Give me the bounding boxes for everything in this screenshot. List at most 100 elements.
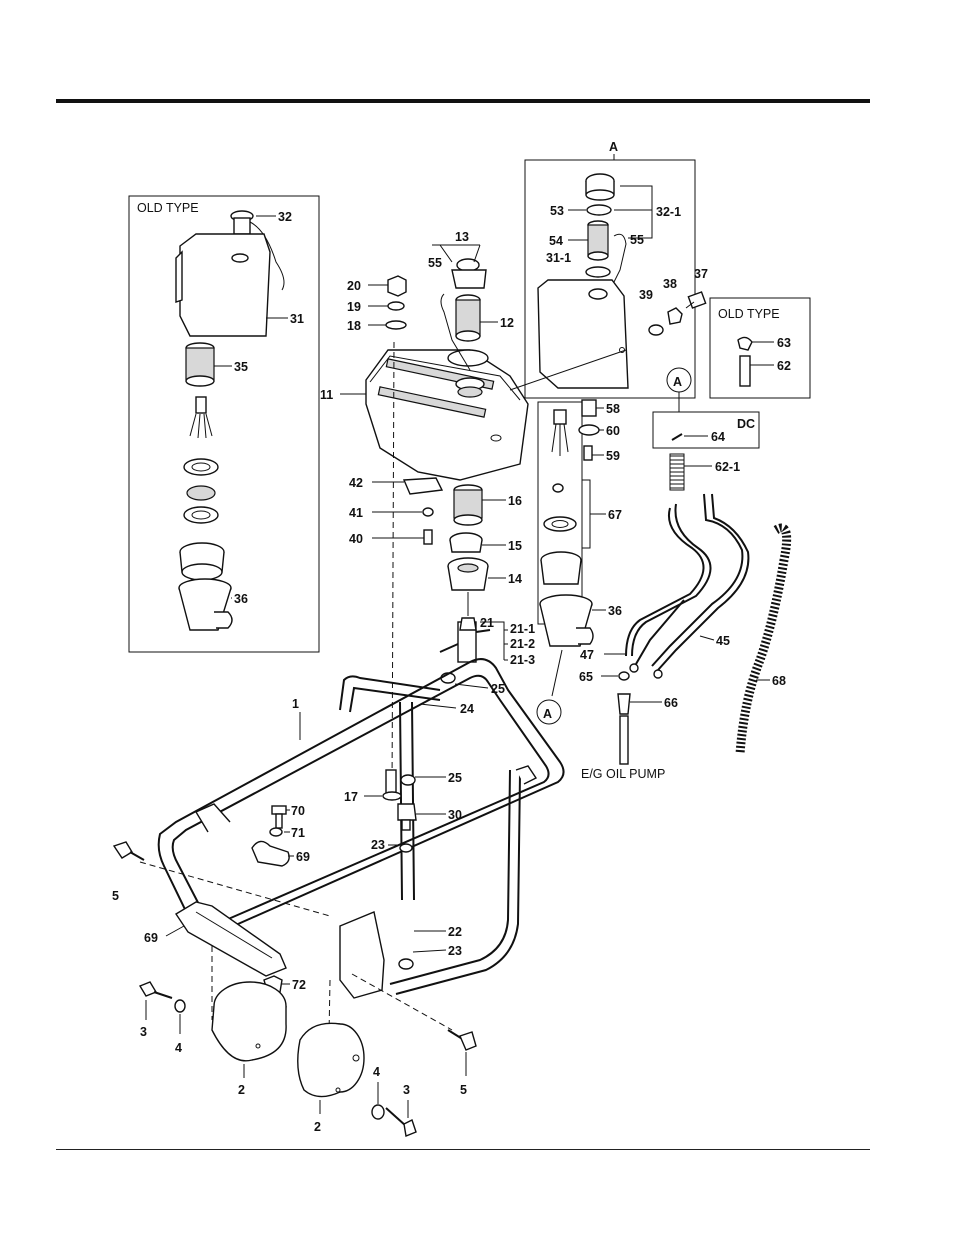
seal-15: 15	[450, 533, 522, 553]
callout-5-left: 5	[112, 889, 119, 903]
old-type-right-label: OLD TYPE	[718, 307, 780, 321]
callout-62-1: 62-1	[715, 460, 740, 474]
callout-54: 54	[549, 234, 563, 248]
callout-14: 14	[508, 572, 522, 586]
hardware-39-38-37: 39 38 37	[639, 267, 708, 335]
lock-ring	[187, 486, 215, 500]
old-type-left-label: OLD TYPE	[137, 201, 199, 215]
bolt-3-right: 3	[386, 1083, 416, 1136]
callout-22: 22	[448, 925, 462, 939]
callout-67: 67	[608, 508, 622, 522]
callout-18: 18	[347, 319, 361, 333]
callout-53: 53	[550, 204, 564, 218]
callout-19: 19	[347, 300, 361, 314]
callout-2-left: 2	[238, 1083, 245, 1097]
callout-3-right: 3	[403, 1083, 410, 1097]
circle-a-lower-label: A	[543, 707, 552, 721]
callout-20: 20	[347, 279, 361, 293]
foot-2-right: 2	[298, 1023, 364, 1134]
wire-45: 45	[630, 494, 748, 678]
callout-30: 30	[448, 808, 462, 822]
callout-16: 16	[508, 494, 522, 508]
callout-65: 65	[579, 670, 593, 684]
callout-3-left: 3	[140, 1025, 147, 1039]
callout-47: 47	[580, 648, 594, 662]
strainer-16: 16	[454, 485, 522, 525]
callout-39: 39	[639, 288, 653, 302]
base-36	[179, 579, 232, 630]
callout-31: 31	[290, 312, 304, 326]
old-type-left-box: OLD TYPE	[129, 196, 319, 652]
callout-69-lower: 69	[144, 931, 158, 945]
callout-24: 24	[460, 702, 474, 716]
fuel-cock-21: 21 21-1 21-2 21-3	[440, 616, 535, 667]
bolt-3-left: 3	[140, 982, 172, 1039]
callout-4-right: 4	[373, 1065, 380, 1079]
callout-69-upper: 69	[296, 850, 310, 864]
callout-2-right: 2	[314, 1120, 321, 1134]
callout-5-right: 5	[460, 1083, 467, 1097]
callout-11: 11	[320, 388, 333, 402]
dc-label: DC	[737, 417, 755, 431]
callout-15: 15	[508, 539, 522, 553]
hardware-70-71-69: 70 71 69	[252, 804, 310, 866]
callout-72: 72	[292, 978, 306, 992]
pump-connector: 65 66 E/G OIL PUMP	[579, 670, 678, 781]
strainer-35	[186, 343, 214, 386]
callout-55-left: 55	[428, 256, 442, 270]
callout-41: 41	[349, 506, 363, 520]
callout-13: 13	[455, 230, 469, 244]
callout-23-lower: 23	[448, 944, 462, 958]
callout-37: 37	[694, 267, 708, 281]
callout-32: 32	[278, 210, 292, 224]
callout-58: 58	[606, 402, 620, 416]
eg-oil-pump-label: E/G OIL PUMP	[581, 767, 665, 781]
nut-14: 14	[448, 558, 522, 590]
hardware-58-60-59: 58 60 59	[579, 400, 620, 463]
callout-45: 45	[716, 634, 730, 648]
hardware-20-19-18: 20 19 18	[347, 276, 406, 333]
callout-62: 62	[777, 359, 791, 373]
callout-17: 17	[344, 790, 358, 804]
ring-upper	[184, 459, 218, 475]
section-a-label: A	[609, 140, 618, 154]
callout-36-left: 36	[234, 592, 248, 606]
callout-42: 42	[349, 476, 363, 490]
old-type-right-box: OLD TYPE 63 62	[710, 298, 810, 398]
tank-31	[176, 234, 270, 336]
callout-55-right: 55	[630, 233, 644, 247]
fuel-gauge-assembly	[190, 397, 212, 438]
callout-21-3: 21-3	[510, 653, 535, 667]
callout-59: 59	[606, 449, 620, 463]
callout-21-2: 21-2	[510, 637, 535, 651]
leader-5-left	[140, 862, 330, 916]
callout-32-1: 32-1	[656, 205, 681, 219]
cap-13: 13 12 55	[428, 230, 514, 370]
bolt-5-left: 5	[112, 842, 144, 903]
nut-assembly	[180, 543, 224, 580]
callout-64: 64	[711, 430, 725, 444]
callout-12: 12	[500, 316, 514, 330]
callout-66: 66	[664, 696, 678, 710]
hose-47: 47	[580, 504, 711, 662]
callout-1: 1	[292, 697, 299, 711]
callout-40: 40	[349, 532, 363, 546]
section-a-box: A 53 32-1 54 55 31-1	[525, 140, 695, 398]
circle-a-upper-label: A	[673, 375, 682, 389]
callout-60: 60	[606, 424, 620, 438]
callout-38: 38	[663, 277, 677, 291]
callout-25-lower: 25	[448, 771, 462, 785]
callout-4-left: 4	[175, 1041, 182, 1055]
hardware-42-41-40: 42 41 40	[349, 476, 442, 546]
callout-68: 68	[772, 674, 786, 688]
hose-68: 68	[740, 528, 787, 754]
ring-lower	[184, 507, 218, 523]
washer-4-left: 4	[175, 1000, 185, 1055]
callout-23-upper: 23	[371, 838, 385, 852]
bolt-5-right: 5	[448, 1030, 476, 1097]
washer-4-right: 4	[372, 1065, 384, 1119]
callout-71: 71	[291, 826, 305, 840]
callout-63: 63	[777, 336, 791, 350]
callout-31-1: 31-1	[546, 251, 571, 265]
